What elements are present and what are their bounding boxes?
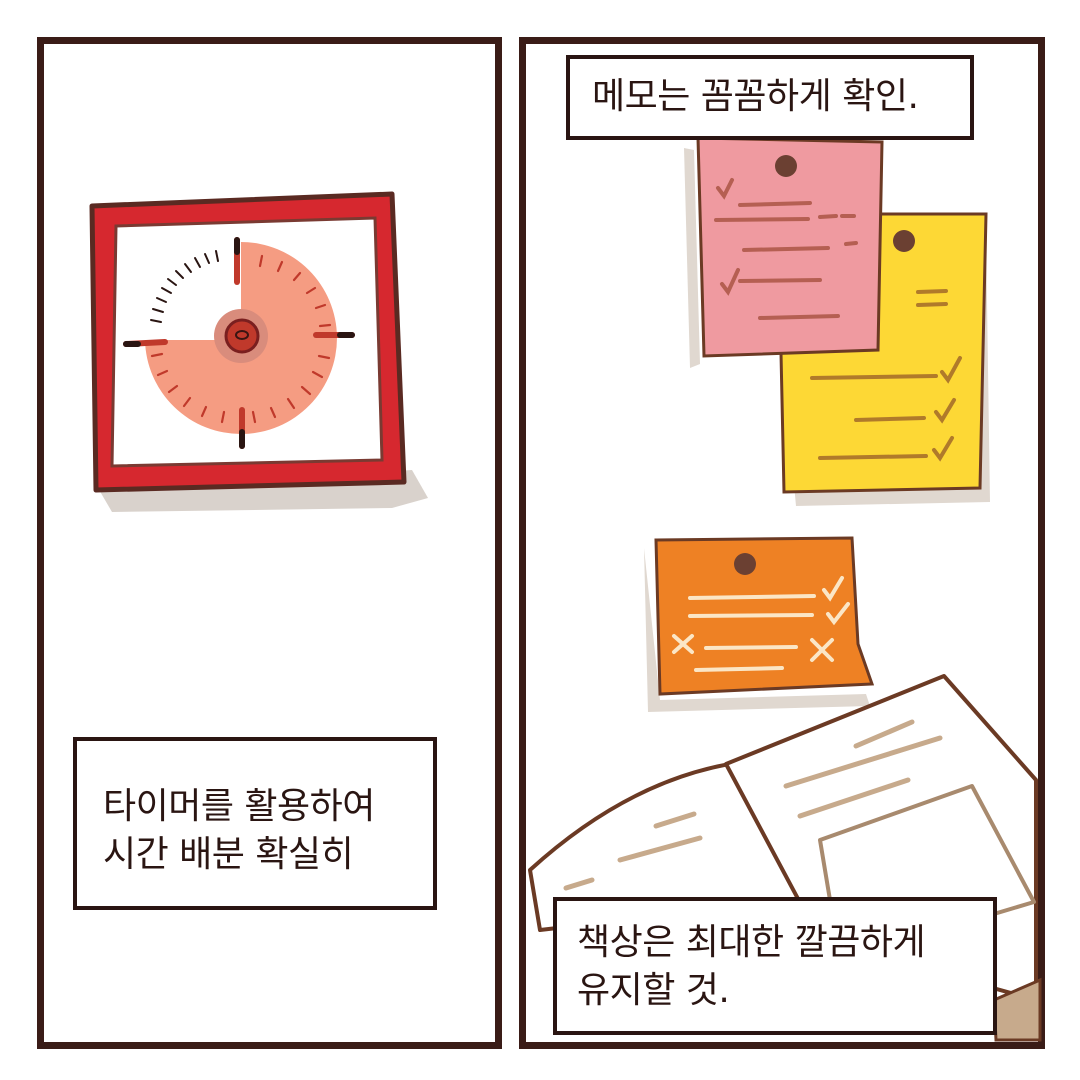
desk-caption-line-2: 유지할 것. bbox=[577, 970, 730, 1011]
orange-memo-note bbox=[644, 536, 875, 712]
desk-caption-box: 책상은 최대한 깔끔하게 유지할 것. bbox=[553, 897, 997, 1035]
memo-caption-text: 메모는 꼼꼼하게 확인. bbox=[592, 76, 919, 117]
desk-caption-line-1: 책상은 최대한 깔끔하게 bbox=[577, 922, 926, 963]
memo-caption-box: 메모는 꼼꼼하게 확인. bbox=[566, 55, 974, 140]
timer-caption-line-2: 시간 배분 확실히 bbox=[103, 834, 354, 875]
kitchen-timer-illustration bbox=[89, 191, 428, 512]
timer-caption-box: 타이머를 활용하여 시간 배분 확실히 bbox=[73, 737, 437, 910]
timer-caption-line-1: 타이머를 활용하여 bbox=[103, 786, 375, 827]
pink-memo-note bbox=[684, 136, 884, 368]
